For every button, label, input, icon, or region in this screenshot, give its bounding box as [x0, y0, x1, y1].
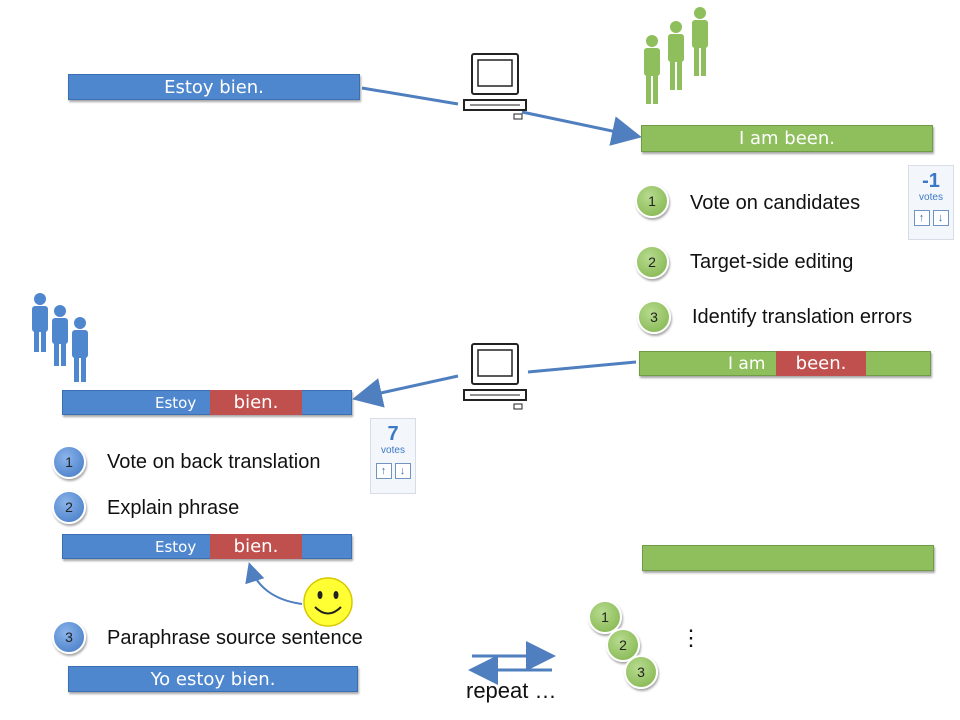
source-error-prefix: Estoy	[155, 393, 197, 412]
people-icon	[644, 7, 708, 104]
repeat-label: repeat …	[466, 678, 557, 703]
arrow-source-to-computer	[361, 86, 459, 106]
arrow-computer-to-source	[352, 374, 459, 408]
step-number: 3	[637, 664, 645, 680]
source-sentence-text: Estoy bien.	[164, 76, 264, 98]
downvote-arrow-icon[interactable]: ↓	[394, 463, 411, 479]
step-badge-3: 3	[52, 620, 86, 654]
step-number: 1	[648, 193, 656, 209]
paraphrase-bar: Yo estoy bien.	[68, 666, 358, 692]
vote-widget[interactable]: -1 votes ↑ ↓	[908, 165, 954, 240]
explain-phrase-bar: Estoy bien.	[62, 534, 352, 559]
target-error-prefix: I am	[728, 353, 766, 374]
step-badge-1: 1	[635, 184, 669, 218]
arrow-computer-to-target	[521, 110, 642, 146]
step-number: 2	[619, 637, 627, 653]
step-number: 3	[65, 629, 73, 645]
step-label-vote-candidates: Vote on candidates	[690, 192, 861, 214]
vote-word: votes	[381, 445, 405, 456]
step-badge-2: 2	[635, 245, 669, 279]
vote-count: 7	[387, 423, 399, 445]
source-sentence-bar: Estoy bien.	[68, 74, 360, 100]
paraphrase-text: Yo estoy bien.	[150, 668, 276, 690]
step-number: 1	[65, 454, 73, 470]
stack-badge-3: 3	[624, 655, 658, 689]
target-error-highlight: been.	[776, 351, 866, 376]
step-label-vote-back-translation: Vote on back translation	[107, 451, 321, 473]
target-sentence-bar: I am been.	[641, 125, 933, 152]
step-label-paraphrase: Paraphrase source sentence	[107, 627, 363, 649]
smiley-icon	[303, 577, 353, 627]
step-number: 3	[650, 309, 658, 325]
target-sentence-text: I am been.	[738, 128, 836, 149]
vote-count: -1	[922, 170, 940, 192]
step-number: 2	[65, 499, 73, 515]
source-error-highlight: bien.	[210, 390, 302, 415]
source-error-bar: Estoy bien.	[62, 390, 352, 415]
people-icon	[32, 293, 88, 382]
step-label-target-editing: Target-side editing	[690, 251, 854, 273]
step-label-explain-phrase: Explain phrase	[107, 497, 240, 519]
arrow-target-to-computer	[527, 360, 637, 374]
computer-icon	[463, 53, 527, 120]
ellipsis: ⋮	[680, 625, 702, 650]
step-number: 1	[601, 609, 609, 625]
upvote-arrow-icon[interactable]: ↑	[913, 210, 930, 226]
empty-target-bar	[642, 545, 934, 571]
step-badge-1: 1	[52, 445, 86, 479]
vote-word: votes	[919, 192, 943, 203]
step-label-identify-errors: Identify translation errors	[692, 306, 913, 328]
arrow-smiley-to-phrase	[245, 562, 303, 605]
step-badge-3: 3	[637, 300, 671, 334]
downvote-arrow-icon[interactable]: ↓	[932, 210, 949, 226]
step-badge-2: 2	[52, 490, 86, 524]
vote-widget[interactable]: 7 votes ↑ ↓	[370, 418, 416, 494]
step-number: 2	[648, 254, 656, 270]
computer-icon	[463, 343, 527, 410]
target-error-bar: I am been.	[639, 351, 931, 376]
upvote-arrow-icon[interactable]: ↑	[375, 463, 392, 479]
explain-highlight: bien.	[210, 534, 302, 559]
explain-prefix: Estoy	[155, 537, 197, 556]
